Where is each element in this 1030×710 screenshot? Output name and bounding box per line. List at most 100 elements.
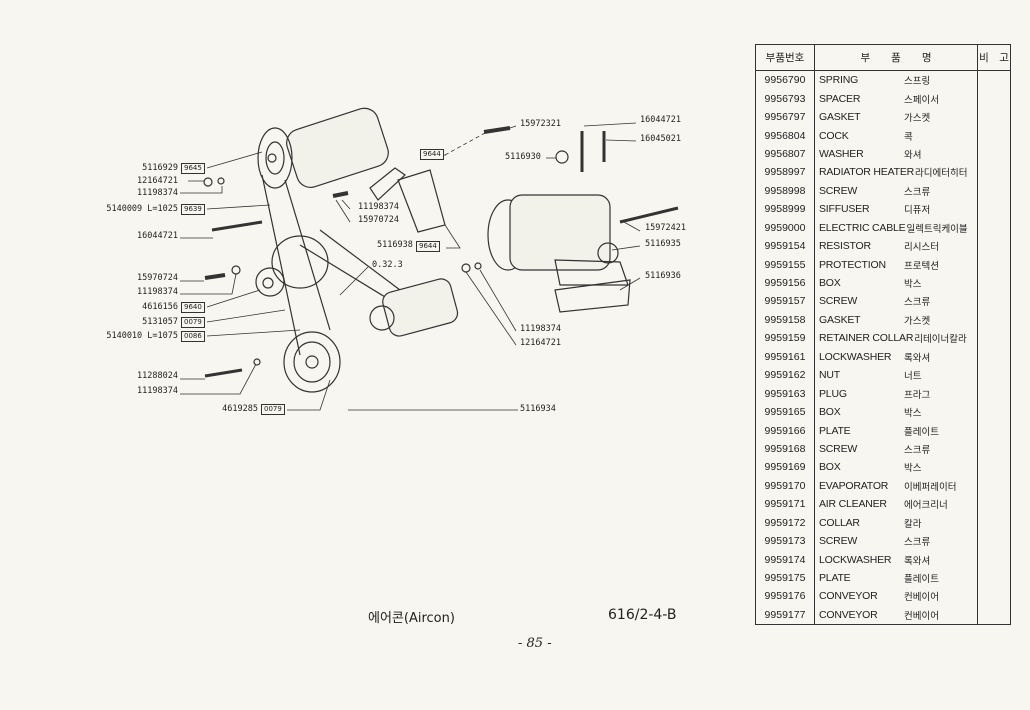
part-label: 11198374 — [358, 202, 399, 212]
ref-box: 9644 — [416, 241, 440, 252]
part-name-en: BOX — [819, 406, 841, 419]
part-remark — [978, 200, 1011, 218]
part-code: 9956797 — [755, 107, 815, 127]
part-name-ko: 록와셔 — [904, 352, 931, 364]
part-remark — [978, 292, 1011, 310]
part-name-ko: 컨베이어 — [904, 592, 939, 604]
part-name-en: SIFFUSER — [819, 203, 870, 216]
ref-box: 0079 — [261, 404, 285, 415]
bracket-plate — [397, 169, 446, 233]
part-code: 9959168 — [755, 439, 815, 459]
part-remark — [978, 587, 1011, 605]
part-name-en: WASHER — [819, 147, 864, 160]
part-remark — [978, 182, 1011, 200]
part-code: 9959161 — [755, 347, 815, 366]
part-label: 16044721 — [137, 231, 178, 241]
part-label: 15972321 — [520, 119, 561, 129]
part-label: 5140009 L=1025 — [106, 204, 178, 214]
part-name-en: SCREW — [819, 184, 858, 197]
part-name-en: PLATE — [819, 572, 851, 585]
ref-box: 9645 — [181, 163, 205, 174]
bolts — [203, 126, 679, 378]
part-code: 9959154 — [755, 236, 815, 256]
part-label: 5116936 — [645, 271, 681, 281]
ref-box: 9640 — [181, 302, 205, 313]
part-code: 9959177 — [755, 605, 815, 625]
ref-box: 0079 — [181, 317, 205, 328]
part-label: 5131057 — [142, 317, 178, 327]
part-remark — [978, 237, 1011, 255]
part-code: 9959165 — [755, 402, 815, 422]
part-code: 9959175 — [755, 568, 815, 588]
part-code: 9959170 — [755, 476, 815, 496]
part-code: 9959173 — [755, 531, 815, 551]
part-label: 4616156 — [142, 302, 178, 312]
aircon-exploded-diagram — [180, 107, 679, 411]
part-code: 9959156 — [755, 273, 815, 293]
part-remark — [978, 440, 1011, 458]
header-name: 부 품 명 — [814, 44, 978, 71]
part-remark — [978, 219, 1011, 237]
part-name-en: SCREW — [819, 535, 858, 548]
part-label: 11198374 — [137, 386, 178, 396]
part-label: 11198374 — [520, 324, 561, 334]
part-remark — [978, 126, 1011, 144]
part-name-en: SCREW — [819, 295, 858, 308]
part-remark — [978, 477, 1011, 495]
part-code: 9959000 — [755, 218, 815, 237]
part-label: 16045021 — [640, 134, 681, 144]
part-code: 9959163 — [755, 384, 815, 403]
part-name-en: SCREW — [819, 442, 858, 455]
part-name-ko: 라디에터히터 — [915, 168, 968, 180]
part-name-en: SPRING — [819, 74, 859, 87]
part-remark — [978, 606, 1011, 625]
part-code: 9959166 — [755, 421, 815, 440]
part-name-en: BOX — [819, 461, 841, 474]
page-number: - 85 - — [518, 636, 552, 651]
part-remark — [978, 255, 1011, 273]
part-name-en: COCK — [819, 129, 849, 142]
part-label: 12164721 — [137, 176, 178, 186]
ref-box: 0086 — [181, 331, 205, 342]
part-label: 16044721 — [640, 115, 681, 125]
part-label: 15970724 — [358, 215, 399, 225]
part-name-ko: 너트 — [904, 371, 922, 383]
part-remark — [978, 163, 1011, 181]
part-name-ko: 이베퍼레이터 — [904, 481, 957, 493]
part-code: 9958999 — [755, 200, 815, 219]
part-name-ko: 리테이너칼라 — [914, 334, 967, 346]
part-label: 0.32.3 — [372, 260, 403, 270]
